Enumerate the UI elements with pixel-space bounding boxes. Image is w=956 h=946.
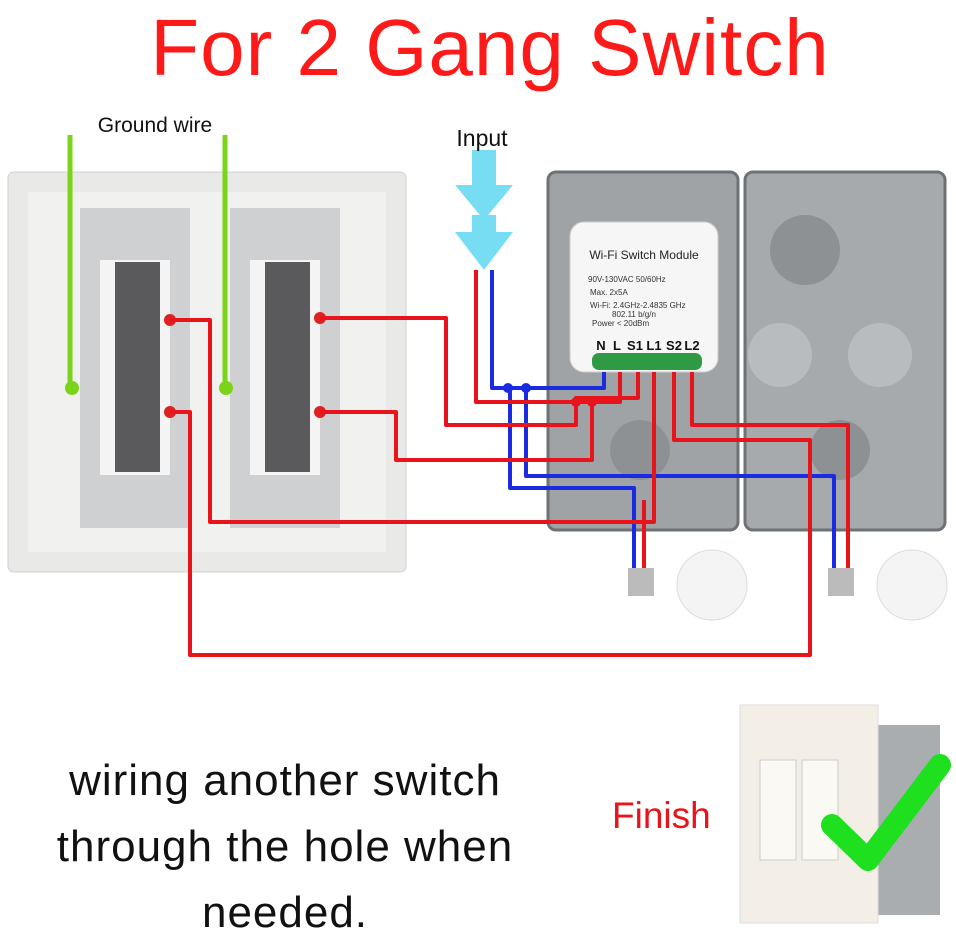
switch-1-loop-wire	[170, 372, 812, 657]
terminal-label: L2	[684, 338, 699, 353]
module-spec: 90V-130VAC 50/60Hz	[588, 275, 666, 284]
terminal-label: L	[613, 338, 621, 353]
input-label: Input	[456, 125, 508, 151]
finished-switch-image	[739, 704, 951, 924]
terminal-label: L1	[646, 338, 661, 353]
input-arrow-icon	[455, 150, 513, 270]
terminal-block	[592, 353, 702, 370]
terminal-label: S1	[627, 338, 643, 353]
light-bulb-icon	[828, 549, 948, 621]
module-spec: Power < 20dBm	[592, 319, 649, 328]
s1-wire	[170, 318, 656, 524]
terminal-label: S2	[666, 338, 682, 353]
s2-wire	[320, 316, 640, 427]
l2-wire	[690, 372, 850, 568]
neutral-wire-bulb-1	[508, 388, 636, 568]
wifi-switch-module: Wi-Fi Switch Module 90V-130VAC 50/60Hz M…	[569, 221, 719, 373]
light-bulb-icon	[628, 549, 748, 621]
finish-label: Finish	[612, 795, 711, 836]
neutral-wire	[490, 270, 606, 390]
caption: wiring another switch through the hole w…	[56, 756, 514, 937]
checkmark-icon	[821, 754, 951, 871]
module-name: Wi-Fi Switch Module	[589, 248, 699, 262]
live-input-wire	[474, 270, 622, 404]
module-spec: Wi-Fi: 2.4GHz-2.4835 GHz	[590, 301, 686, 310]
neutral-wire-bulb-2	[524, 388, 836, 568]
module-spec: Max. 2x5A	[590, 288, 628, 297]
switch-2-return-wire	[320, 398, 594, 462]
terminal-label: N	[596, 338, 605, 353]
switch-2	[230, 208, 340, 528]
switch-1	[80, 208, 190, 528]
page-title: For 2 Gang Switch	[150, 3, 830, 92]
ground-wire-label: Ground wire	[98, 114, 212, 137]
module-spec: 802.11 b/g/n	[612, 310, 656, 319]
